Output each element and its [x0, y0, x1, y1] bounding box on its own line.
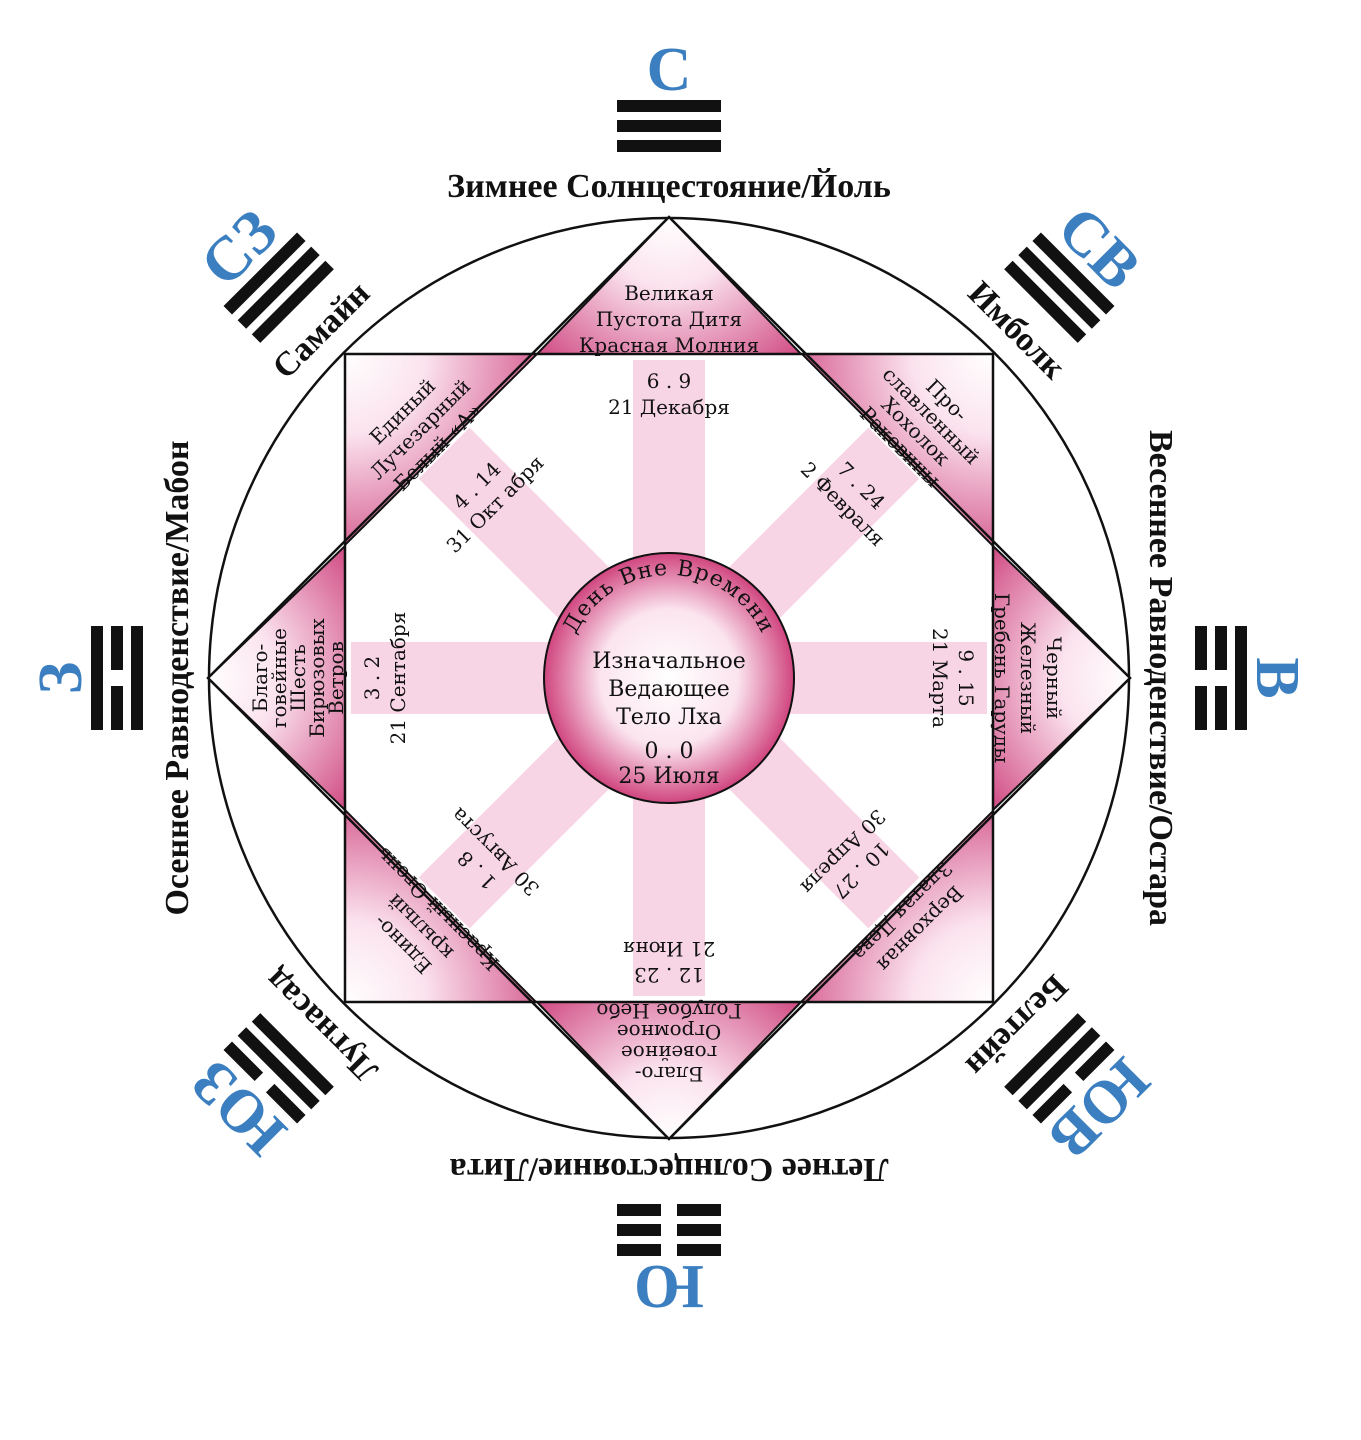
point-label-e: Черный [1042, 637, 1066, 720]
center-number: 0 . 0 [645, 739, 694, 764]
point-label-w: говейные [267, 628, 291, 728]
outer-group-e: Весеннее Равноденствие/Остара В [1142, 430, 1311, 926]
festival-e: Весеннее Равноденствие/Остара [1142, 430, 1179, 926]
point-label-s: говейное [621, 1041, 717, 1065]
point-label-n: Пустота Дитя [596, 307, 742, 331]
point-label-w: Благо- [248, 644, 272, 713]
trigram-s-icon [617, 1204, 721, 1256]
point-label-w: Бирюзовых [305, 617, 329, 737]
point-label-e: Гребень Гаруды [990, 593, 1014, 763]
center-date: 25 Июля [618, 764, 719, 789]
point-label-w: Шесть [286, 644, 310, 712]
trigram-e-icon [1195, 626, 1247, 730]
point-label-w: Ветров [324, 641, 348, 715]
center-line: Тело Лха [616, 705, 722, 730]
direction-n: С [647, 36, 692, 104]
direction-w: З [27, 662, 95, 695]
outer-group-n: Зимнее Солнцестояние/Йоль С [447, 36, 891, 205]
point-label-e: Железный [1016, 622, 1040, 734]
festival-s: Летнее Солнцестояние/Лита [450, 1151, 889, 1188]
point-label-s: Огромное [617, 1020, 721, 1044]
point-number-w: 3 . 2 [360, 656, 384, 701]
point-number-e: 9 . 15 [954, 649, 978, 706]
trigram-nw-icon [223, 232, 334, 343]
direction-s: Ю [634, 1252, 704, 1320]
festival-n: Зимнее Солнцестояние/Йоль [447, 168, 891, 205]
point-label-s: Благо- [635, 1062, 704, 1086]
octagram-outline [206, 215, 1132, 1141]
center-line: Ведающее [608, 677, 730, 702]
point-label-n: Красная Молния [579, 333, 759, 357]
trigram-se-icon [1004, 1013, 1115, 1124]
direction-se: ЮВ [1036, 1045, 1163, 1172]
point-number-n: 6 . 9 [647, 369, 692, 393]
square-outline [343, 352, 995, 1004]
outer-group-w: Осеннее Равноденствие/Мабон З [27, 440, 196, 915]
point-label-n: Великая [624, 281, 714, 305]
trigram-w-icon [91, 626, 143, 730]
point-number-s: 12 . 23 [634, 963, 704, 987]
festival-w: Осеннее Равноденствие/Мабон [159, 440, 196, 915]
center-disc [543, 552, 795, 804]
point-date-e: 21 Марта [928, 628, 952, 728]
diamond-outline [206, 215, 1132, 1141]
point-date-n: 21 Декабря [608, 395, 730, 419]
point-date-s: 21 Июня [623, 937, 716, 961]
point-label-s: Голубое Небо [596, 999, 741, 1023]
trigram-sw-icon [223, 1013, 334, 1124]
center-line: Изначальное [592, 649, 746, 674]
trigram-ne-icon [1004, 232, 1115, 343]
point-date-w: 21 Сентабря [386, 612, 410, 745]
trigram-n-icon [617, 100, 721, 152]
direction-e: В [1243, 657, 1311, 698]
